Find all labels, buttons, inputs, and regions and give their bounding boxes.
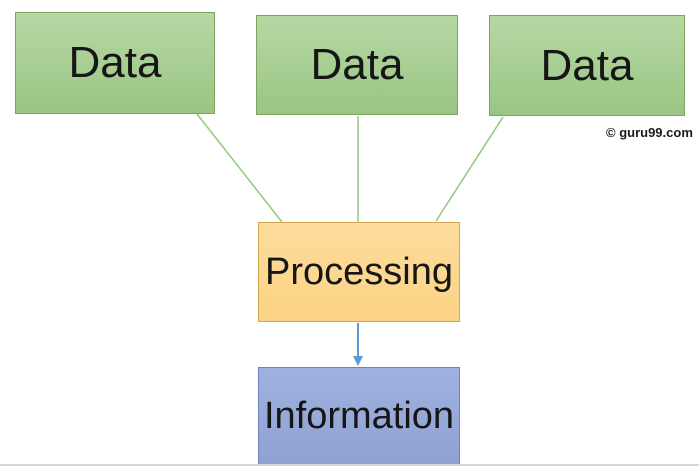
processing-box: Processing xyxy=(258,222,460,322)
information-box: Information xyxy=(258,367,460,465)
data-box-1-label: Data xyxy=(68,38,162,87)
data-box-3-label: Data xyxy=(540,40,634,90)
processing-box-label: Processing xyxy=(265,250,453,293)
data-box-3: Data xyxy=(489,15,685,116)
watermark: © guru99.com xyxy=(606,125,693,140)
data-box-2: Data xyxy=(256,15,458,115)
arrowhead-icon xyxy=(353,356,363,366)
connector-data1-processing xyxy=(196,113,283,223)
connector-data3-processing xyxy=(435,116,504,222)
information-box-label: Information xyxy=(263,394,455,437)
data-box-1: Data xyxy=(15,12,215,114)
data-box-2-label: Data xyxy=(310,40,404,89)
slide-bottom-edge xyxy=(0,464,699,466)
